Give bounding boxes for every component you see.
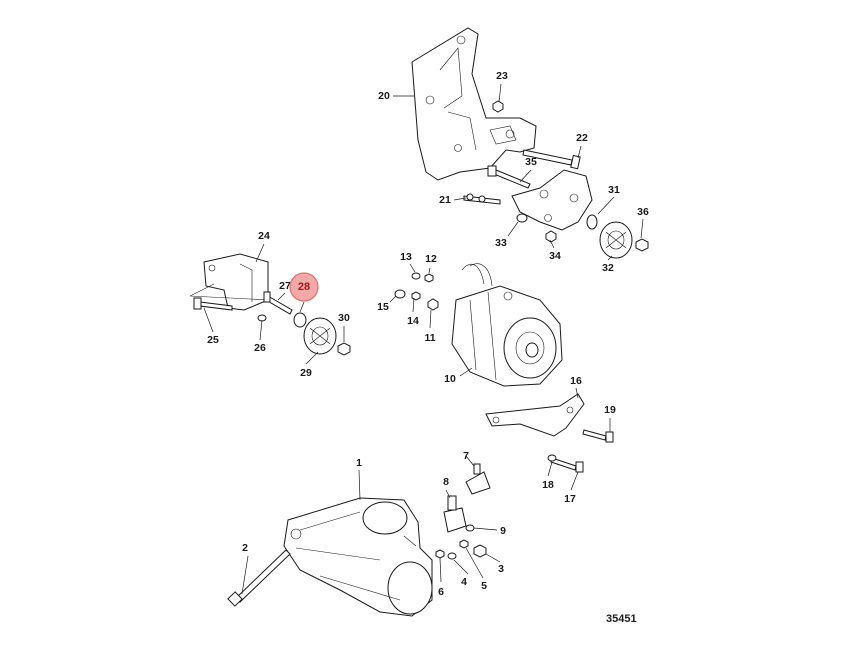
callout-18[interactable]: 18: [542, 479, 554, 491]
callout-17[interactable]: 17: [564, 493, 576, 505]
callout-labels: 1 2 3 4 5 6 7 8 9 10 11 12 13 14 15 16 1…: [207, 70, 649, 625]
callout-9[interactable]: 9: [500, 525, 506, 537]
callout-31[interactable]: 31: [608, 184, 620, 196]
callout-25[interactable]: 25: [207, 334, 219, 346]
callout-30[interactable]: 30: [338, 312, 350, 324]
callout-26[interactable]: 26: [254, 342, 266, 354]
callout-35[interactable]: 35: [525, 156, 537, 168]
callout-22[interactable]: 22: [576, 132, 588, 144]
callout-12[interactable]: 12: [425, 253, 437, 265]
figure-code: 35451: [606, 613, 637, 625]
callout-24[interactable]: 24: [258, 230, 270, 242]
washer-18[interactable]: [547, 454, 557, 462]
leader-lines: [203, 83, 644, 595]
callout-33[interactable]: 33: [495, 237, 507, 249]
callout-28-highlight[interactable]: 28: [289, 272, 319, 302]
spacer-31[interactable]: [586, 214, 598, 230]
callout-1[interactable]: 1: [356, 457, 362, 469]
callout-6[interactable]: 6: [438, 586, 444, 598]
callout-19[interactable]: 19: [604, 404, 616, 416]
callout-11[interactable]: 11: [424, 332, 435, 344]
callout-29[interactable]: 29: [300, 367, 312, 379]
spacer-28[interactable]: [293, 312, 307, 328]
nut-6[interactable]: [435, 549, 445, 559]
pulley-32[interactable]: [599, 221, 633, 259]
nut-14[interactable]: [411, 291, 421, 301]
callout-16[interactable]: 16: [570, 375, 582, 387]
pulley-29[interactable]: [303, 317, 337, 355]
alternator[interactable]: [451, 263, 563, 387]
callout-3[interactable]: 3: [498, 563, 504, 575]
washer-33[interactable]: [516, 213, 528, 223]
callout-8[interactable]: 8: [443, 476, 449, 488]
highlight-marker: [289, 272, 319, 302]
washer-9[interactable]: [465, 524, 475, 532]
callout-10[interactable]: 10: [444, 373, 456, 385]
nut-30[interactable]: [337, 342, 351, 356]
callout-14[interactable]: 14: [407, 315, 419, 327]
brace-16[interactable]: [485, 393, 585, 437]
nut-34[interactable]: [545, 230, 557, 243]
nut-12[interactable]: [424, 273, 434, 283]
bolt-27[interactable]: [263, 291, 293, 315]
nut-23[interactable]: [492, 100, 504, 113]
stud-21[interactable]: [463, 193, 501, 205]
nut-11[interactable]: [427, 298, 439, 311]
terminal-boot-7[interactable]: [465, 463, 491, 495]
nut-36[interactable]: [635, 238, 649, 252]
nut-3[interactable]: [473, 544, 487, 558]
nut-5[interactable]: [459, 539, 469, 549]
bolt-25[interactable]: [193, 297, 233, 311]
callout-34[interactable]: 34: [549, 250, 561, 262]
callout-13[interactable]: 13: [400, 251, 412, 263]
bolt-22[interactable]: [522, 149, 581, 170]
bolt-19[interactable]: [582, 429, 614, 443]
bolt-2[interactable]: [227, 549, 291, 607]
washer-13[interactable]: [411, 272, 421, 280]
callout-32[interactable]: 32: [602, 262, 614, 274]
callout-7[interactable]: 7: [463, 450, 469, 462]
callout-5[interactable]: 5: [481, 580, 487, 592]
washer-4[interactable]: [447, 552, 457, 560]
washer-15[interactable]: [394, 289, 406, 299]
callout-28[interactable]: 28: [298, 281, 310, 293]
starter-motor[interactable]: [283, 497, 433, 617]
callout-21[interactable]: 21: [439, 194, 451, 206]
solenoid-8[interactable]: [443, 495, 467, 533]
callout-27[interactable]: 27: [279, 280, 291, 292]
alternator-mounting-bracket[interactable]: [411, 27, 537, 181]
bolt-35[interactable]: [487, 165, 531, 189]
callout-4[interactable]: 4: [461, 576, 467, 588]
callout-2[interactable]: 2: [242, 542, 248, 554]
callout-20[interactable]: 20: [378, 90, 390, 102]
callout-23[interactable]: 23: [496, 70, 508, 82]
callout-36[interactable]: 36: [637, 206, 649, 218]
lower-bracket-plate[interactable]: [511, 169, 593, 231]
callout-15[interactable]: 15: [377, 301, 389, 313]
adjusting-bracket[interactable]: [189, 253, 271, 311]
